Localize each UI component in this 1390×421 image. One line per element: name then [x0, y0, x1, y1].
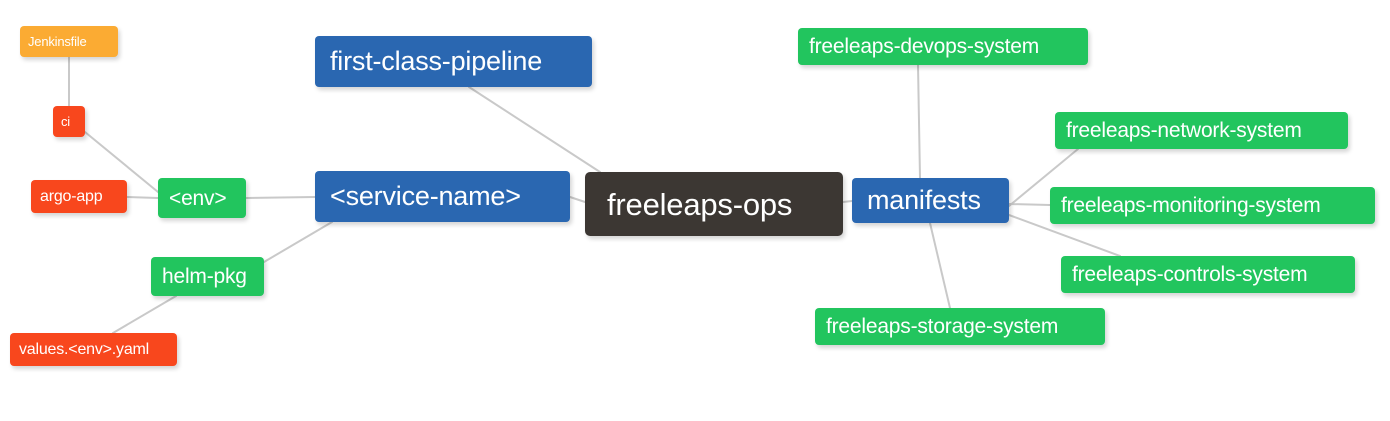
- edge-service-name-to-env: [245, 196, 316, 199]
- node-freeleaps-devops-system[interactable]: freeleaps-devops-system: [798, 28, 1088, 65]
- node-label-freeleaps-network-system: freeleaps-network-system: [1066, 119, 1302, 142]
- edge-manifests-to-freeleaps-monitoring-system: [1008, 203, 1051, 206]
- node-root[interactable]: freeleaps-ops: [585, 172, 843, 236]
- node-freeleaps-network-system[interactable]: freeleaps-network-system: [1055, 112, 1348, 149]
- node-label-values-env-yaml: values.<env>.yaml: [19, 340, 150, 358]
- node-label-freeleaps-controls-system: freeleaps-controls-system: [1072, 263, 1308, 286]
- edge-manifests-to-freeleaps-devops-system: [917, 64, 921, 179]
- edge-root-to-service-name: [569, 196, 586, 203]
- node-first-class-pipeline[interactable]: first-class-pipeline: [315, 36, 592, 87]
- node-label-freeleaps-devops-system: freeleaps-devops-system: [809, 35, 1039, 58]
- node-helm-pkg[interactable]: helm-pkg: [151, 257, 264, 296]
- edge-root-to-first-class-pipeline: [468, 86, 601, 173]
- node-label-helm-pkg: helm-pkg: [162, 265, 247, 288]
- edge-manifests-to-freeleaps-storage-system: [929, 222, 951, 309]
- node-values-env-yaml[interactable]: values.<env>.yaml: [10, 333, 177, 366]
- node-ci[interactable]: ci: [53, 106, 85, 137]
- edge-helm-pkg-to-values-env-yaml: [112, 295, 177, 334]
- node-manifests[interactable]: manifests: [852, 178, 1009, 223]
- node-freeleaps-storage-system[interactable]: freeleaps-storage-system: [815, 308, 1105, 345]
- edge-root-to-manifests: [842, 200, 853, 203]
- node-env[interactable]: <env>: [158, 178, 246, 218]
- node-label-freeleaps-monitoring-system: freeleaps-monitoring-system: [1061, 194, 1321, 217]
- node-label-ci: ci: [61, 114, 70, 129]
- node-label-env: <env>: [169, 186, 227, 210]
- node-label-freeleaps-storage-system: freeleaps-storage-system: [826, 315, 1059, 338]
- node-argo-app[interactable]: argo-app: [31, 180, 127, 213]
- edge-env-to-argo-app: [126, 196, 159, 199]
- node-label-jenkinsfile: Jenkinsfile: [28, 34, 87, 49]
- edge-env-to-ci: [84, 131, 159, 193]
- edge-manifests-to-freeleaps-controls-system: [1008, 214, 1121, 257]
- node-label-service-name: <service-name>: [330, 181, 521, 211]
- node-jenkinsfile[interactable]: Jenkinsfile: [20, 26, 118, 57]
- node-service-name[interactable]: <service-name>: [315, 171, 570, 222]
- node-label-first-class-pipeline: first-class-pipeline: [330, 46, 543, 76]
- node-label-manifests: manifests: [867, 185, 981, 215]
- node-freeleaps-controls-system[interactable]: freeleaps-controls-system: [1061, 256, 1355, 293]
- node-label-root: freeleaps-ops: [607, 186, 793, 222]
- edge-manifests-to-freeleaps-network-system: [1008, 148, 1079, 207]
- node-freeleaps-monitoring-system[interactable]: freeleaps-monitoring-system: [1050, 187, 1375, 224]
- node-label-argo-app: argo-app: [40, 187, 103, 205]
- edge-service-name-to-helm-pkg: [263, 221, 333, 263]
